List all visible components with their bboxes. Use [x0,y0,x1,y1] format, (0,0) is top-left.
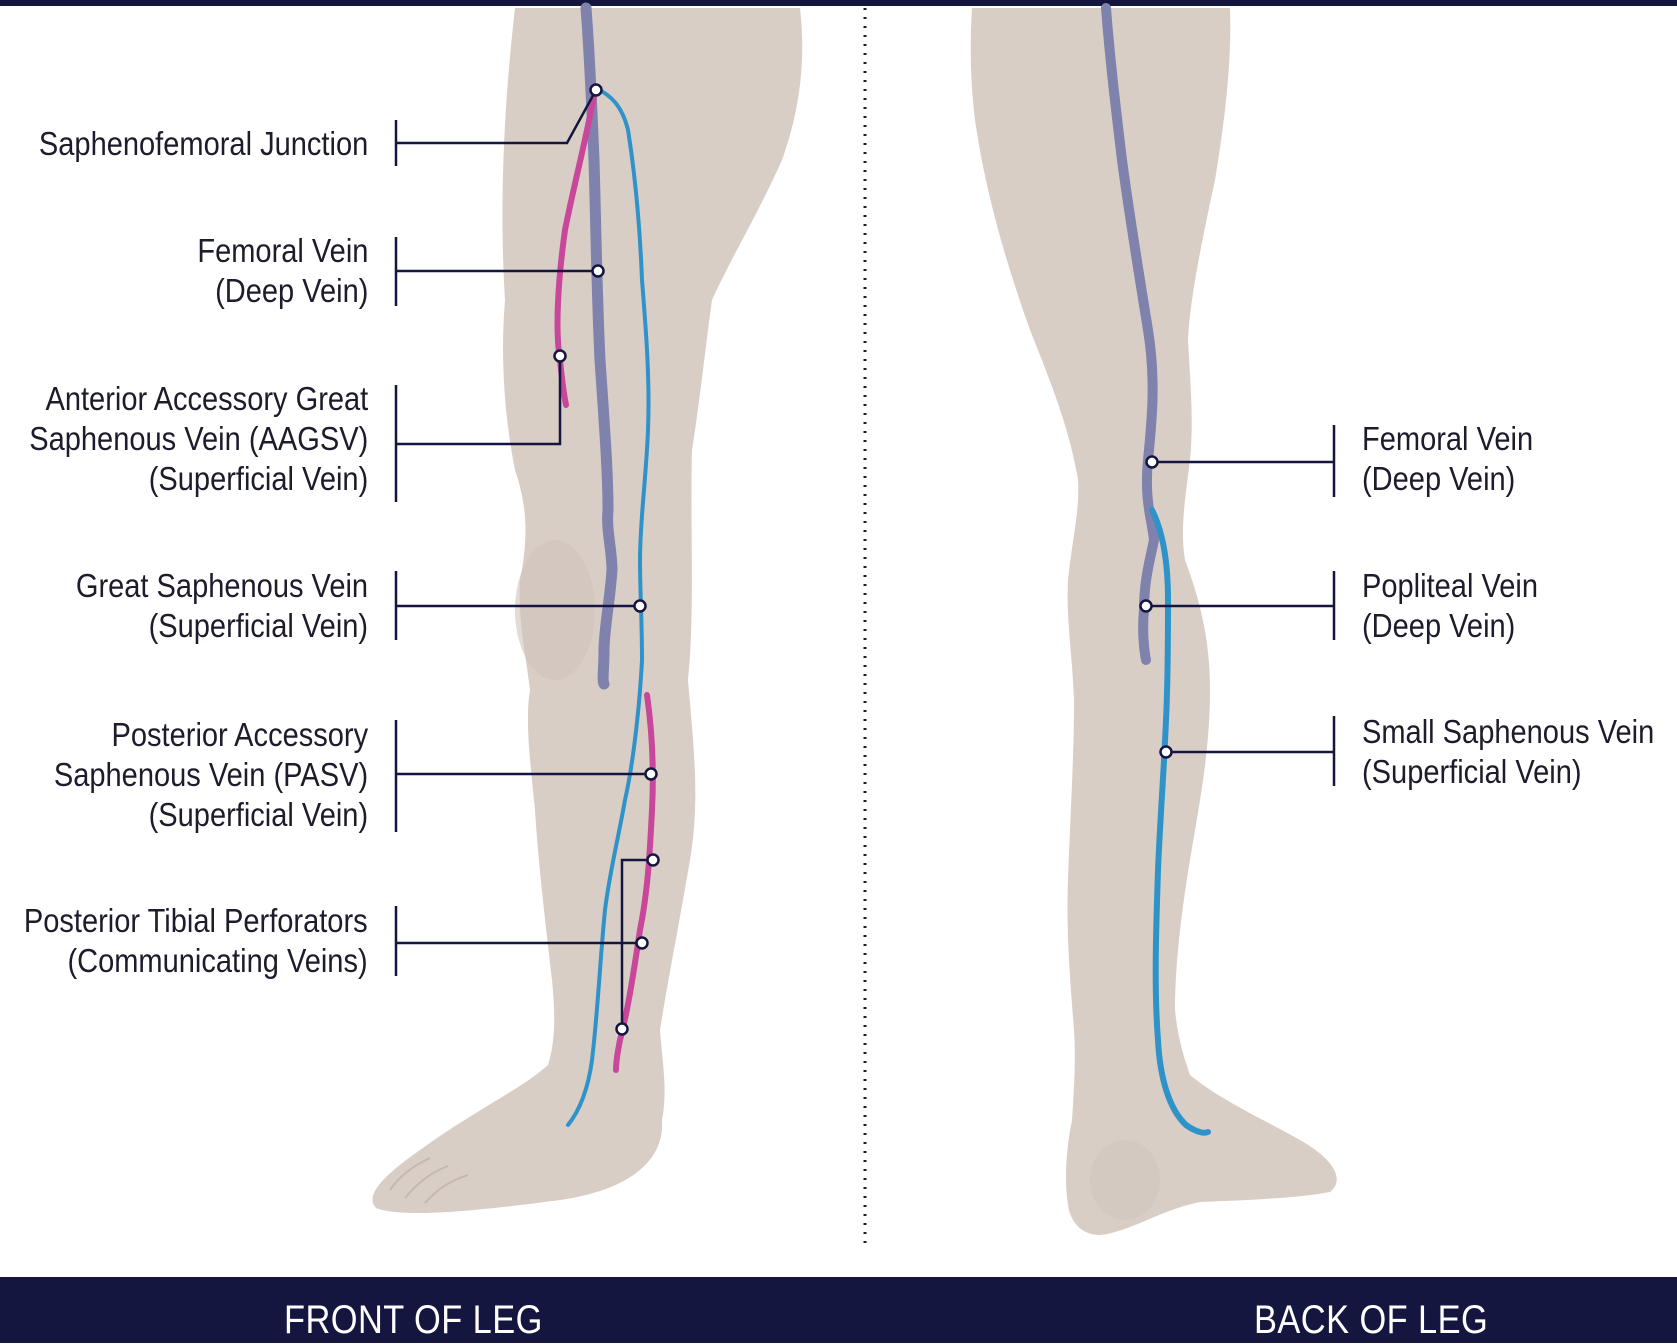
marker-great-saphenous-vein [635,601,646,612]
front-of-leg-title: FRONT OF LEG [284,1296,543,1344]
back-of-leg-title: BACK OF LEG [1254,1296,1488,1344]
marker-front-femoral-vein [593,266,604,277]
label-popliteal-vein: Popliteal Vein (Deep Vein) [1362,566,1538,646]
marker-perforator-1 [648,855,659,866]
label-great-saphenous-vein: Great Saphenous Vein (Superficial Vein) [76,566,368,646]
marker-pasv [646,769,657,780]
label-back-femoral-vein: Femoral Vein (Deep Vein) [1362,419,1533,499]
back-leg-shape [971,8,1337,1235]
label-aagsv: Anterior Accessory Great Saphenous Vein … [29,379,368,499]
label-pasv: Posterior Accessory Saphenous Vein (PASV… [54,715,368,835]
front-leg [373,8,803,1213]
front-knee-shade [515,540,595,680]
marker-back-femoral-vein [1147,457,1158,468]
label-saphenofemoral-junction: Saphenofemoral Junction [39,124,368,164]
marker-aagsv [555,351,566,362]
label-front-femoral-vein: Femoral Vein (Deep Vein) [197,231,368,311]
marker-perforator-3 [617,1024,628,1035]
marker-popliteal-vein [1141,601,1152,612]
marker-saphenofemoral-junction [591,85,602,96]
label-small-saphenous-vein: Small Saphenous Vein (Superficial Vein) [1362,712,1654,792]
marker-small-saphenous-vein [1161,747,1172,758]
back-leg [971,8,1337,1235]
marker-perforator-2 [637,938,648,949]
label-posterior-tibial-perforators: Posterior Tibial Perforators (Communicat… [24,901,368,981]
back-heel-shade [1090,1140,1160,1220]
